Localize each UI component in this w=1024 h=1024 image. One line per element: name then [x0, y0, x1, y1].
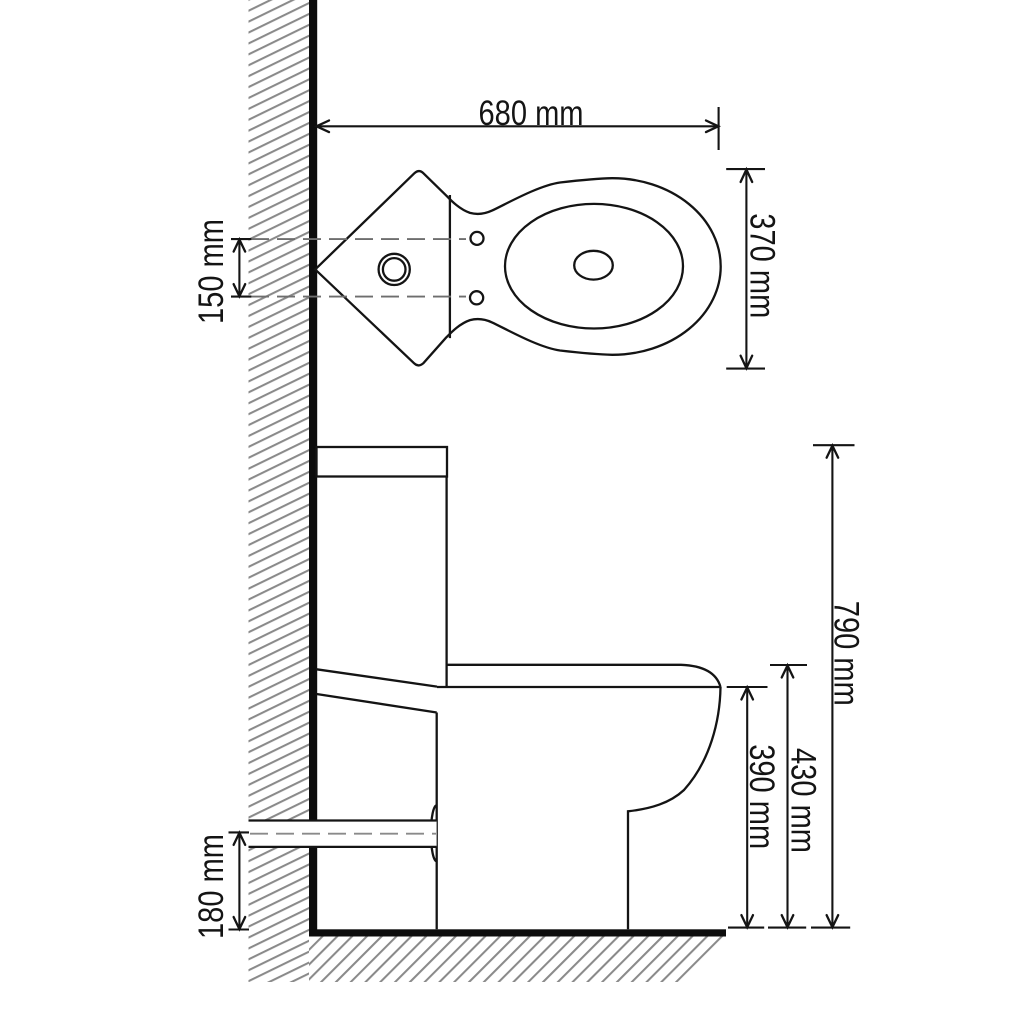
svg-text:790 mm: 790 mm — [827, 601, 866, 706]
svg-text:680 mm: 680 mm — [479, 94, 584, 133]
svg-text:430 mm: 430 mm — [784, 748, 823, 853]
svg-text:150 mm: 150 mm — [192, 219, 231, 324]
svg-text:180 mm: 180 mm — [192, 834, 231, 939]
svg-text:370 mm: 370 mm — [743, 213, 782, 318]
svg-text:390 mm: 390 mm — [742, 744, 781, 849]
